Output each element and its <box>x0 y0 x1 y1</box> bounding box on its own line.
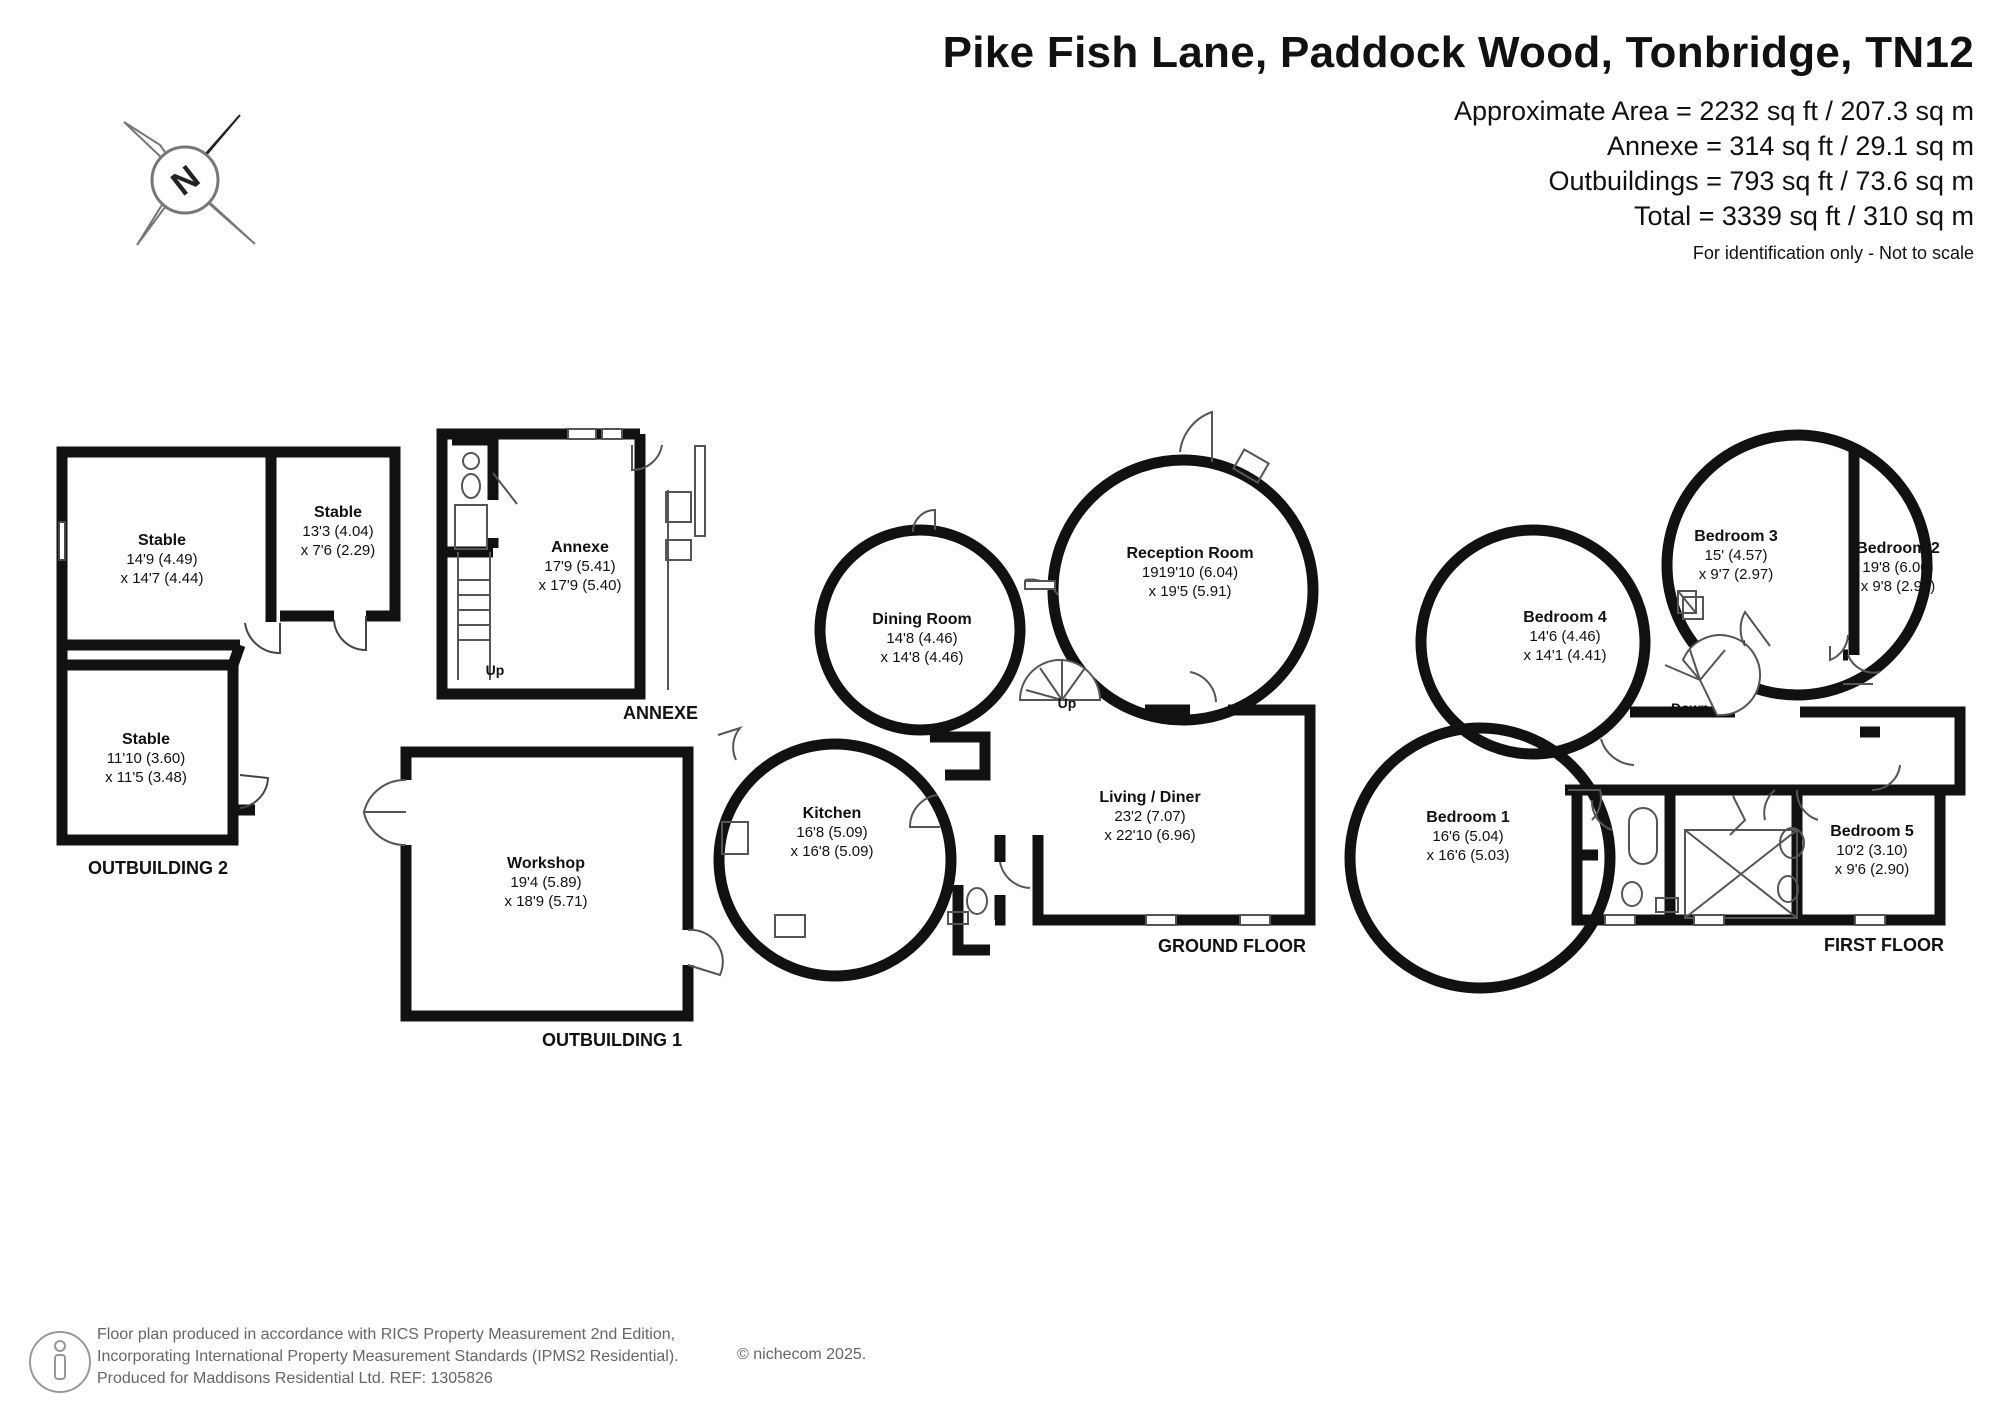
bedroom4-dim1: 14'6 (4.46) <box>1529 628 1600 645</box>
living-dim2: x 22'10 (6.96) <box>1104 827 1195 844</box>
first-floor-label: FIRST FLOOR <box>1824 935 1944 955</box>
outbuilding-1-label: OUTBUILDING 1 <box>542 1030 682 1050</box>
dining-dim2: x 14'8 (4.46) <box>881 649 964 666</box>
stable-a-name: Stable <box>138 532 186 549</box>
workshop-dim1: 19'4 (5.89) <box>510 874 581 891</box>
copyright: © nichecom 2025. <box>737 1346 867 1363</box>
total-area: Total = 3339 sq ft / 310 sq m <box>1634 201 1974 231</box>
outbuilding-1 <box>400 746 694 1022</box>
stable-c-dim2: x 11'5 (3.48) <box>105 769 187 786</box>
bedroom4-name: Bedroom 4 <box>1523 609 1607 626</box>
first-stairs-down: Down <box>1671 700 1709 716</box>
bedroom1-name: Bedroom 1 <box>1426 809 1510 826</box>
kitchen-dim1: 16'8 (5.09) <box>796 824 867 841</box>
compass-icon: N <box>123 114 256 246</box>
dining-name: Dining Room <box>872 611 972 628</box>
bedroom1-dim2: x 16'6 (5.03) <box>1427 847 1510 864</box>
bedroom2-dim2: x 9'8 (2.94) <box>1861 578 1936 595</box>
first-floor-fittings <box>1568 590 1901 926</box>
annexe-name: Annexe <box>551 539 609 556</box>
bedroom2-name: Bedroom 2 <box>1856 540 1940 557</box>
outbuildings-area: Outbuildings = 793 sq ft / 73.6 sq m <box>1548 166 1974 196</box>
outbuilding-2-doors <box>58 521 367 809</box>
outbuilding-2 <box>56 446 401 846</box>
kitchen-dim2: x 16'8 (5.09) <box>791 843 874 860</box>
bedroom5-dim2: x 9'6 (2.90) <box>1835 861 1910 878</box>
stable-a-dim2: x 14'7 (4.44) <box>121 570 204 587</box>
floor-labels: OUTBUILDING 2 ANNEXE OUTBUILDING 1 GROUN… <box>88 703 1944 1050</box>
disclaimer-note: For identification only - Not to scale <box>1692 243 1974 263</box>
annexe-dim1: 17'9 (5.41) <box>544 558 615 575</box>
footer-line-3: Produced for Maddisons Residential Ltd. … <box>97 1370 493 1387</box>
bedroom5-dim1: 10'2 (3.10) <box>1836 842 1907 859</box>
ground-floor-fittings <box>717 410 1271 938</box>
ground-floor-structure <box>713 454 1319 982</box>
bedroom4-dim2: x 14'1 (4.41) <box>1524 647 1607 664</box>
stable-b-dim2: x 7'6 (2.29) <box>301 542 376 559</box>
annexe-building <box>436 428 646 700</box>
workshop-dim2: x 18'9 (5.71) <box>505 893 588 910</box>
person-icon <box>29 1331 91 1393</box>
bedroom2-dim1: 19'8 (6.00) <box>1862 559 1933 576</box>
outbuilding-2-label: OUTBUILDING 2 <box>88 858 228 878</box>
workshop-name: Workshop <box>507 855 585 872</box>
reception-dim1: 1919'10 (6.04) <box>1142 564 1238 581</box>
dining-dim1: 14'8 (4.46) <box>886 630 957 647</box>
stable-a-dim1: 14'9 (4.49) <box>126 551 197 568</box>
stable-c-dim1: 11'10 (3.60) <box>107 750 185 767</box>
ground-stairs-up: Up <box>1058 695 1077 711</box>
annexe-fittings <box>454 428 706 690</box>
property-title: Pike Fish Lane, Paddock Wood, Tonbridge,… <box>942 28 1974 77</box>
room-labels: Stable 14'9 (4.49) x 14'7 (4.44) Stable … <box>105 504 1940 910</box>
reception-name: Reception Room <box>1126 545 1253 562</box>
stable-c-name: Stable <box>122 731 170 748</box>
stable-b-dim1: 13'3 (4.04) <box>302 523 373 540</box>
bedroom3-name: Bedroom 3 <box>1694 528 1778 545</box>
annexe-dim2: x 17'9 (5.40) <box>539 577 622 594</box>
footer-text: Floor plan produced in accordance with R… <box>97 1324 679 1390</box>
bedroom1-dim1: 16'6 (5.04) <box>1432 828 1503 845</box>
footer-line-2: Incorporating International Property Mea… <box>97 1348 679 1365</box>
first-floor-structure <box>1344 429 1966 994</box>
living-name: Living / Diner <box>1099 789 1200 806</box>
annexe-stairs-up: Up <box>486 662 505 678</box>
kitchen-name: Kitchen <box>803 805 862 822</box>
workshop-doors <box>362 778 724 977</box>
bedroom3-dim1: 15' (4.57) <box>1705 547 1768 564</box>
footer-line-1: Floor plan produced in accordance with R… <box>97 1326 676 1343</box>
bedroom3-dim2: x 9'7 (2.97) <box>1699 566 1774 583</box>
annexe-area: Annexe = 314 sq ft / 29.1 sq m <box>1607 131 1974 161</box>
stable-b-name: Stable <box>314 504 362 521</box>
approximate-area: Approximate Area = 2232 sq ft / 207.3 sq… <box>1453 96 1974 126</box>
annexe-label: ANNEXE <box>623 703 698 723</box>
reception-dim2: x 19'5 (5.91) <box>1149 583 1232 600</box>
living-dim1: 23'2 (7.07) <box>1114 808 1185 825</box>
bedroom5-name: Bedroom 5 <box>1830 823 1914 840</box>
ground-floor-label: GROUND FLOOR <box>1158 936 1306 956</box>
